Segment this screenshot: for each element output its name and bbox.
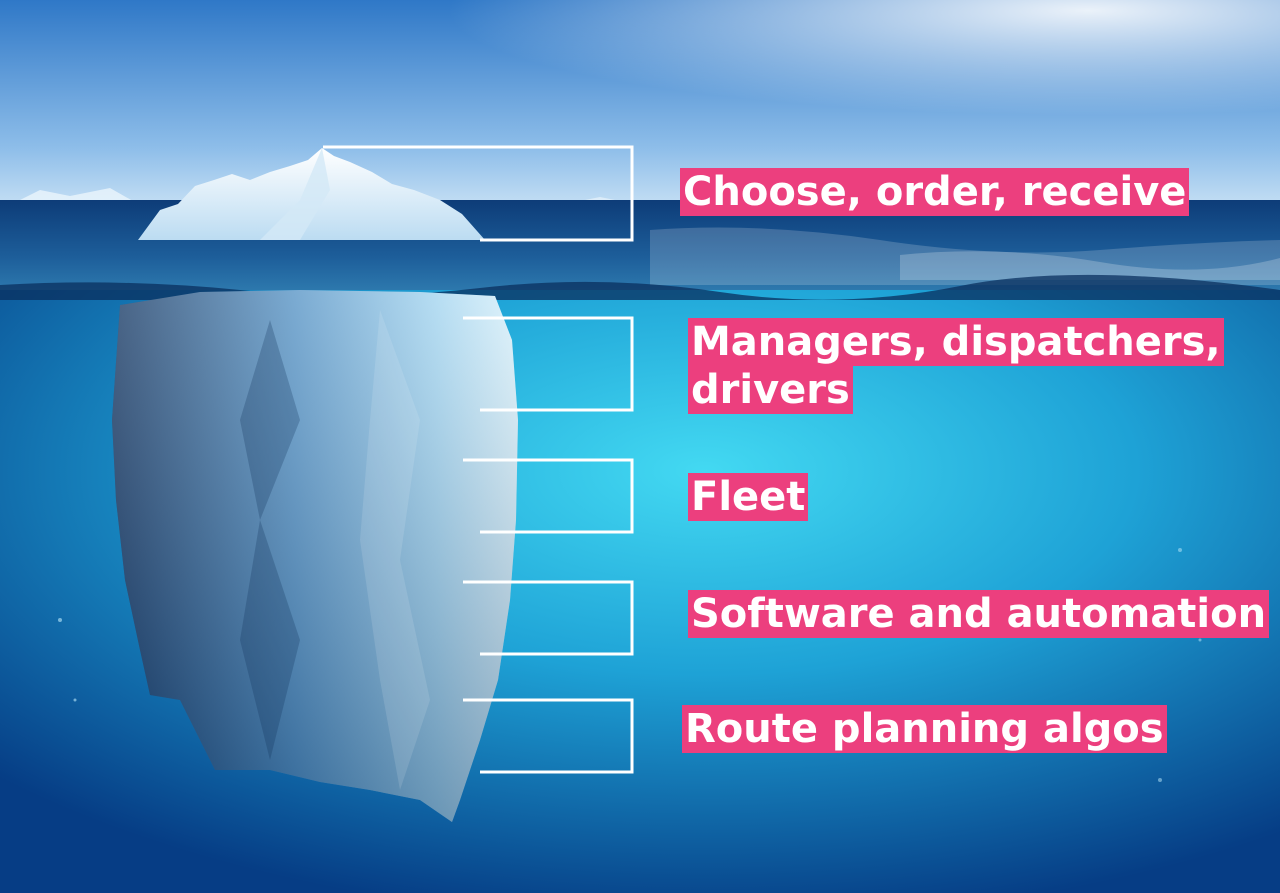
label-route-planning-algos: Route planning algos <box>682 705 1167 753</box>
bracket-1 <box>323 145 634 242</box>
bracket-4 <box>463 580 634 656</box>
bracket-2 <box>463 316 634 412</box>
waterline <box>0 274 1280 300</box>
label-line-2: drivers <box>688 366 853 414</box>
bracket-3 <box>463 458 634 534</box>
label-line-1: Managers, dispatchers, <box>688 318 1224 366</box>
label-choose-order-receive: Choose, order, receive <box>680 168 1190 216</box>
bracket-5 <box>463 698 634 774</box>
label-managers-dispatchers-drivers: Managers, dispatchers, drivers <box>688 318 1224 414</box>
label-brackets <box>323 145 634 774</box>
label-software-automation: Software and automation <box>688 590 1270 638</box>
label-fleet: Fleet <box>688 473 809 521</box>
